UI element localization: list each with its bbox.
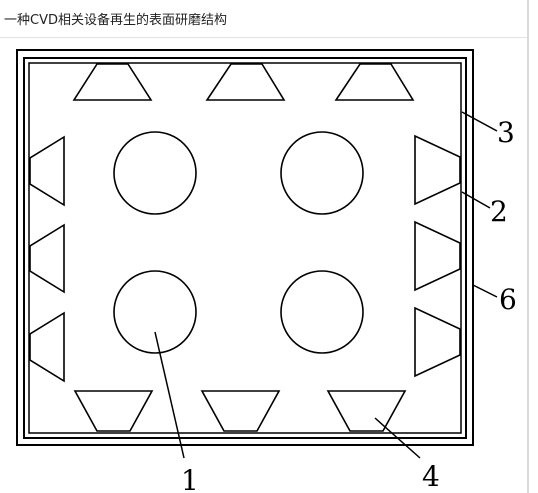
callout-6: 6 [499,283,517,316]
callout-4: 4 [422,460,440,493]
inner-frame [28,62,462,434]
callout-1: 1 [181,464,199,493]
top-trapezoid-1 [72,63,153,101]
left-trapezoid-2 [29,223,65,294]
circle-top-left [113,131,197,215]
bottom-trapezoid-1 [73,390,154,432]
left-trapezoid-3 [29,311,65,383]
outer-frame [16,49,474,446]
top-trapezoid-2 [205,63,286,101]
circle-bottom-right [280,270,364,354]
page-header: 一种CVD相关设备再生的表面研磨结构 [0,0,527,38]
bottom-trapezoid-3 [326,390,407,432]
right-trapezoid-3 [414,306,461,378]
left-trapezoid-1 [29,135,65,207]
right-trapezoid-2 [414,220,461,292]
leader-line-1 [154,331,185,459]
leader-line-3 [461,111,498,132]
callout-2: 2 [490,195,508,228]
bottom-trapezoid-2 [200,390,281,432]
leader-line-4 [374,417,421,459]
leader-line-6 [472,284,498,298]
middle-frame [23,57,467,439]
callout-3: 3 [497,116,515,149]
circle-top-right [280,131,364,215]
right-trapezoid-1 [414,134,461,206]
top-trapezoid-3 [334,63,415,101]
page-right-border [527,0,529,493]
circle-bottom-left [113,270,197,354]
page-title: 一种CVD相关设备再生的表面研磨结构 [4,13,227,28]
leader-line-2 [461,191,491,209]
